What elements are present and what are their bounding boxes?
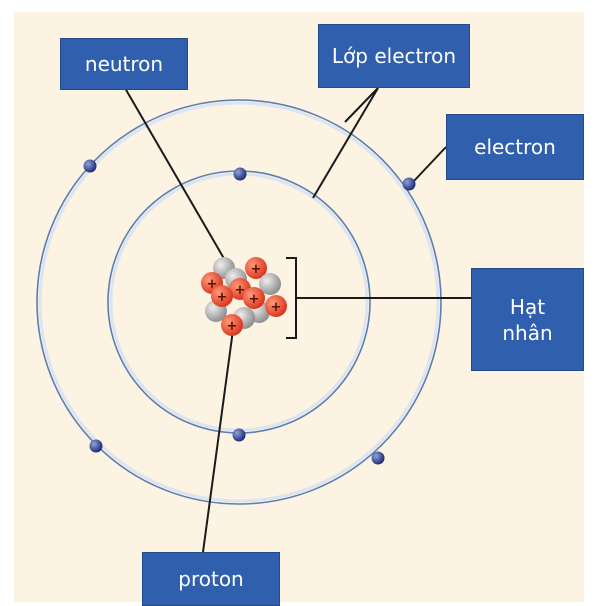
electron-outer-3 bbox=[89, 439, 103, 453]
proton-sign: + bbox=[251, 262, 262, 277]
neutron-particle bbox=[259, 273, 281, 295]
electron-outer-2 bbox=[402, 177, 416, 191]
electron-label-text: electron bbox=[474, 135, 556, 159]
electron-outer-1 bbox=[83, 159, 97, 173]
electron-outer-4 bbox=[371, 451, 385, 465]
nucleus-label: Hạt nhân bbox=[471, 268, 584, 371]
nucleus: + + + + + + + bbox=[201, 257, 287, 336]
proton-label: proton bbox=[142, 552, 280, 606]
proton-particle bbox=[211, 285, 233, 307]
proton-sign: + bbox=[207, 277, 218, 292]
electron-shell-label: Lớp electron bbox=[318, 24, 470, 88]
electron-leader-line bbox=[412, 146, 447, 183]
neutron-label-text: neutron bbox=[84, 52, 164, 76]
proton-sign: + bbox=[271, 300, 282, 315]
proton-particle bbox=[221, 314, 243, 336]
outer-orbit bbox=[36, 99, 442, 505]
electron-inner-1 bbox=[233, 167, 247, 181]
proton-sign: + bbox=[235, 283, 246, 298]
nucleus-label-line2: nhân bbox=[502, 320, 553, 345]
proton-sign: + bbox=[249, 292, 260, 307]
proton-sign: + bbox=[217, 290, 228, 305]
proton-sign: + bbox=[227, 319, 238, 334]
neutron-label: neutron bbox=[60, 38, 188, 90]
shell-leader-line-outer bbox=[344, 87, 379, 123]
proton-leader-line bbox=[202, 329, 234, 553]
proton-particle bbox=[245, 257, 267, 279]
shell-leader-line-inner bbox=[312, 87, 379, 199]
inner-orbit-glow bbox=[109, 172, 369, 432]
nucleus-bracket bbox=[286, 257, 297, 339]
outer-orbit-glow bbox=[38, 101, 440, 503]
nucleus-label-line1: Hạt bbox=[509, 294, 546, 319]
electron-label: electron bbox=[446, 114, 584, 180]
electron-shell-label-text: Lớp electron bbox=[331, 44, 457, 68]
proton-particle bbox=[243, 287, 265, 309]
proton-label-text: proton bbox=[178, 567, 244, 591]
electron-inner-2 bbox=[232, 428, 246, 442]
proton-particle bbox=[265, 295, 287, 317]
inner-orbit bbox=[107, 170, 371, 434]
neutron-leader-line bbox=[124, 87, 227, 263]
